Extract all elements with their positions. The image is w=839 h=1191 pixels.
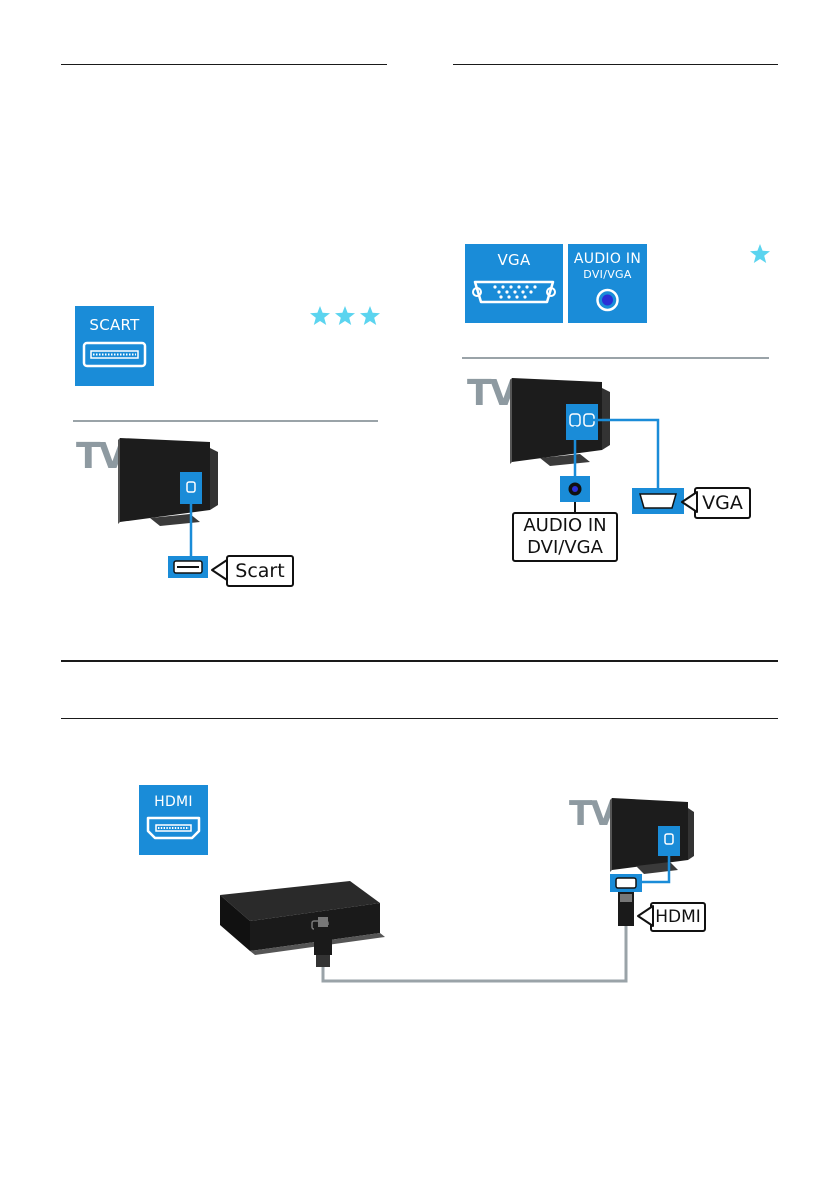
audio-in-port-label-line1: AUDIO IN <box>573 251 642 267</box>
vga-tv-illustration <box>510 378 684 514</box>
hdmi-callout-pointer <box>637 905 654 927</box>
star-icon <box>750 244 770 263</box>
audio-in-callout-line2: DVI/VGA <box>527 537 603 558</box>
vga-port-icon: VGA <box>465 244 563 323</box>
scart-callout-pointer <box>211 559 228 581</box>
section-rule-bottom <box>61 718 778 719</box>
hdmi-port-label: HDMI <box>154 794 193 810</box>
vga-callout: VGA <box>694 487 751 519</box>
star-icon <box>310 306 330 325</box>
section-rule-top <box>61 660 778 662</box>
hdmi-port-icon: HDMI <box>139 785 208 855</box>
scart-callout-text: Scart <box>235 560 285 582</box>
audio-in-callout: AUDIO IN DVI/VGA <box>512 512 618 562</box>
star-icon <box>335 306 355 325</box>
hdmi-cable <box>314 917 628 983</box>
audio-in-callout-line1: AUDIO IN <box>523 515 607 536</box>
vga-callout-text: VGA <box>702 492 743 514</box>
hdmi-connector-icon <box>146 816 201 840</box>
hdmi-tv-label: TV <box>569 794 616 834</box>
scart-port-icon: SCART <box>75 306 154 386</box>
vga-tv-label: TV <box>467 373 517 414</box>
scart-port-label: SCART <box>89 316 140 334</box>
scart-diagram-divider <box>73 420 378 422</box>
scart-rating-stars <box>310 306 380 325</box>
top-right-rule <box>453 64 778 65</box>
hdmi-callout-text: HDMI <box>655 907 701 927</box>
audio-jack-icon <box>596 288 619 312</box>
hdmi-tv-illustration <box>610 798 694 926</box>
audio-in-port-icon: AUDIO IN DVI/VGA <box>568 244 647 323</box>
scart-tv-illustration <box>118 438 218 578</box>
vga-rating-stars <box>750 244 770 263</box>
vga-callout-pointer <box>681 491 698 513</box>
audio-in-port-label-line2: DVI/VGA <box>583 268 632 281</box>
vga-connector-icon <box>472 280 556 304</box>
hdmi-callout: HDMI <box>650 902 706 932</box>
vga-port-label: VGA <box>497 251 531 269</box>
vga-diagram-divider <box>462 357 769 359</box>
scart-callout: Scart <box>226 555 294 587</box>
scart-connector-icon <box>82 341 147 368</box>
top-left-rule <box>61 64 387 65</box>
star-icon <box>360 306 380 325</box>
